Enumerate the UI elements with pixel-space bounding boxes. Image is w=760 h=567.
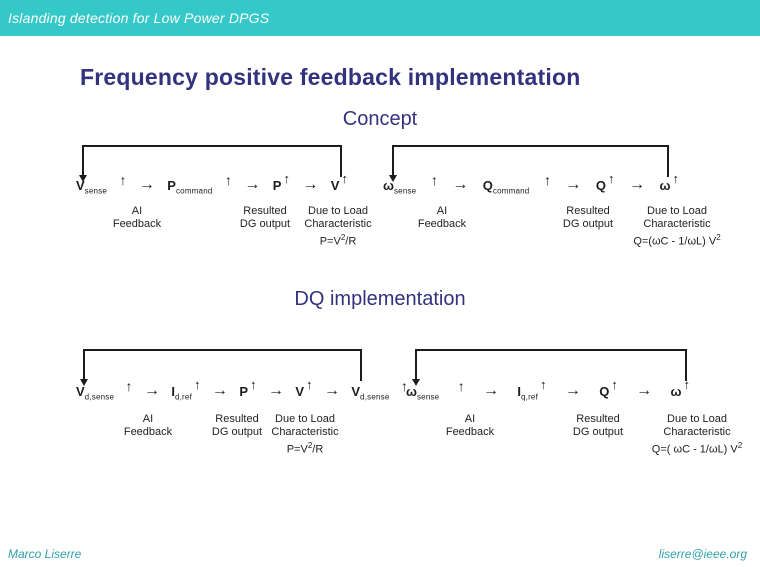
up-arrow-icon: ↑ bbox=[543, 172, 551, 188]
up-arrow-icon: ↑ bbox=[250, 377, 257, 392]
load-characteristic-formula: Q=(ωC - 1/ωL) V2 bbox=[633, 233, 721, 248]
up-arrow-icon: ↑ bbox=[283, 171, 290, 186]
var-p: P↑ bbox=[239, 377, 257, 399]
right-arrow-icon: → bbox=[244, 176, 261, 193]
var-v-d-sense: Vd,sense bbox=[76, 384, 115, 402]
var-v-d-sense: Vd,sense bbox=[351, 384, 390, 402]
right-arrow-icon: → bbox=[629, 176, 646, 193]
var-i-q-ref: Iq,ref↑ bbox=[517, 377, 547, 402]
up-arrow-icon: ↑ bbox=[306, 377, 313, 392]
right-arrow-icon: → bbox=[211, 382, 228, 399]
section-heading-dq: DQ implementation bbox=[294, 288, 466, 310]
right-arrow-icon: → bbox=[483, 382, 500, 399]
up-arrow-icon: ↑ bbox=[400, 378, 408, 394]
var-q: Q↑ bbox=[595, 171, 615, 193]
up-arrow-icon: ↑ bbox=[430, 172, 438, 188]
feedback-loop-line bbox=[392, 145, 669, 177]
up-arrow-icon: ↑ bbox=[119, 172, 127, 188]
feedback-arrowhead-icon bbox=[80, 379, 88, 386]
signal-chain-row: Vd,sense ↑ → Id,ref↑ → P↑ → V↑ → Vd,sense ↑ bbox=[76, 377, 408, 402]
var-p: P↑ bbox=[272, 171, 290, 193]
feedback-loop-line bbox=[83, 349, 362, 381]
right-arrow-icon: → bbox=[565, 176, 582, 193]
feedback-arrowhead-icon bbox=[389, 175, 397, 182]
var-v: V↑ bbox=[295, 377, 313, 399]
var-q-command: Qcommand bbox=[482, 178, 530, 196]
author-email: liserre@ieee.org bbox=[658, 547, 747, 561]
load-characteristic-formula: P=V2/R bbox=[319, 233, 357, 248]
up-arrow-icon: ↑ bbox=[683, 377, 691, 392]
var-v: V↑ bbox=[330, 171, 348, 193]
up-arrow-icon: ↑ bbox=[125, 378, 133, 394]
up-arrow-icon: ↑ bbox=[608, 171, 615, 186]
right-arrow-icon: → bbox=[143, 382, 160, 399]
feedback-loop-line bbox=[82, 145, 342, 177]
slide-title: Frequency positive feedback implementati… bbox=[80, 64, 581, 90]
var-omega: ω↑ bbox=[659, 171, 679, 193]
right-arrow-icon: → bbox=[302, 176, 319, 193]
var-omega-sense: ωsense bbox=[383, 178, 417, 196]
slide-header-text: Islanding detection for Low Power DPGS bbox=[8, 10, 270, 26]
var-v-sense: Vsense bbox=[76, 178, 108, 196]
signal-chain-row: Vsense ↑ → Pcommand ↑ → P↑ → V↑ bbox=[76, 171, 348, 196]
up-arrow-icon: ↑ bbox=[611, 377, 618, 392]
feedback-arrowhead-icon bbox=[412, 379, 420, 386]
right-arrow-icon: → bbox=[452, 176, 469, 193]
feedback-loop-line bbox=[415, 349, 687, 381]
var-omega: ω↑ bbox=[670, 377, 690, 399]
up-arrow-icon: ↑ bbox=[672, 171, 679, 186]
up-arrow-icon: ↑ bbox=[194, 377, 201, 392]
feedback-arrowhead-icon bbox=[79, 175, 87, 182]
var-q: Q↑ bbox=[599, 377, 618, 399]
right-arrow-icon: → bbox=[564, 382, 581, 399]
section-heading-concept: Concept bbox=[342, 108, 418, 130]
signal-chain-row: ωsense ↑ → Iq,ref↑ → Q↑ → ω↑ bbox=[406, 377, 690, 402]
var-p-command: Pcommand bbox=[167, 178, 213, 196]
right-arrow-icon: → bbox=[267, 382, 284, 399]
slide-header-bar: Islanding detection for Low Power DPGS bbox=[0, 0, 760, 36]
right-arrow-icon: → bbox=[636, 382, 653, 399]
signal-chain-row: ωsense ↑ → Qcommand ↑ → Q↑ → ω↑ bbox=[383, 171, 679, 196]
load-characteristic-formula: P=V2/R bbox=[286, 441, 324, 456]
right-arrow-icon: → bbox=[138, 176, 155, 193]
var-omega-sense: ωsense bbox=[406, 384, 440, 402]
right-arrow-icon: → bbox=[323, 382, 340, 399]
author-name: Marco Liserre bbox=[8, 547, 82, 561]
up-arrow-icon: ↑ bbox=[341, 171, 348, 186]
up-arrow-icon: ↑ bbox=[224, 172, 232, 188]
var-i-d-ref: Id,ref↑ bbox=[171, 377, 201, 402]
up-arrow-icon: ↑ bbox=[540, 377, 547, 392]
load-characteristic-formula: Q=( ωC - 1/ωL) V2 bbox=[651, 441, 743, 456]
up-arrow-icon: ↑ bbox=[457, 378, 465, 394]
